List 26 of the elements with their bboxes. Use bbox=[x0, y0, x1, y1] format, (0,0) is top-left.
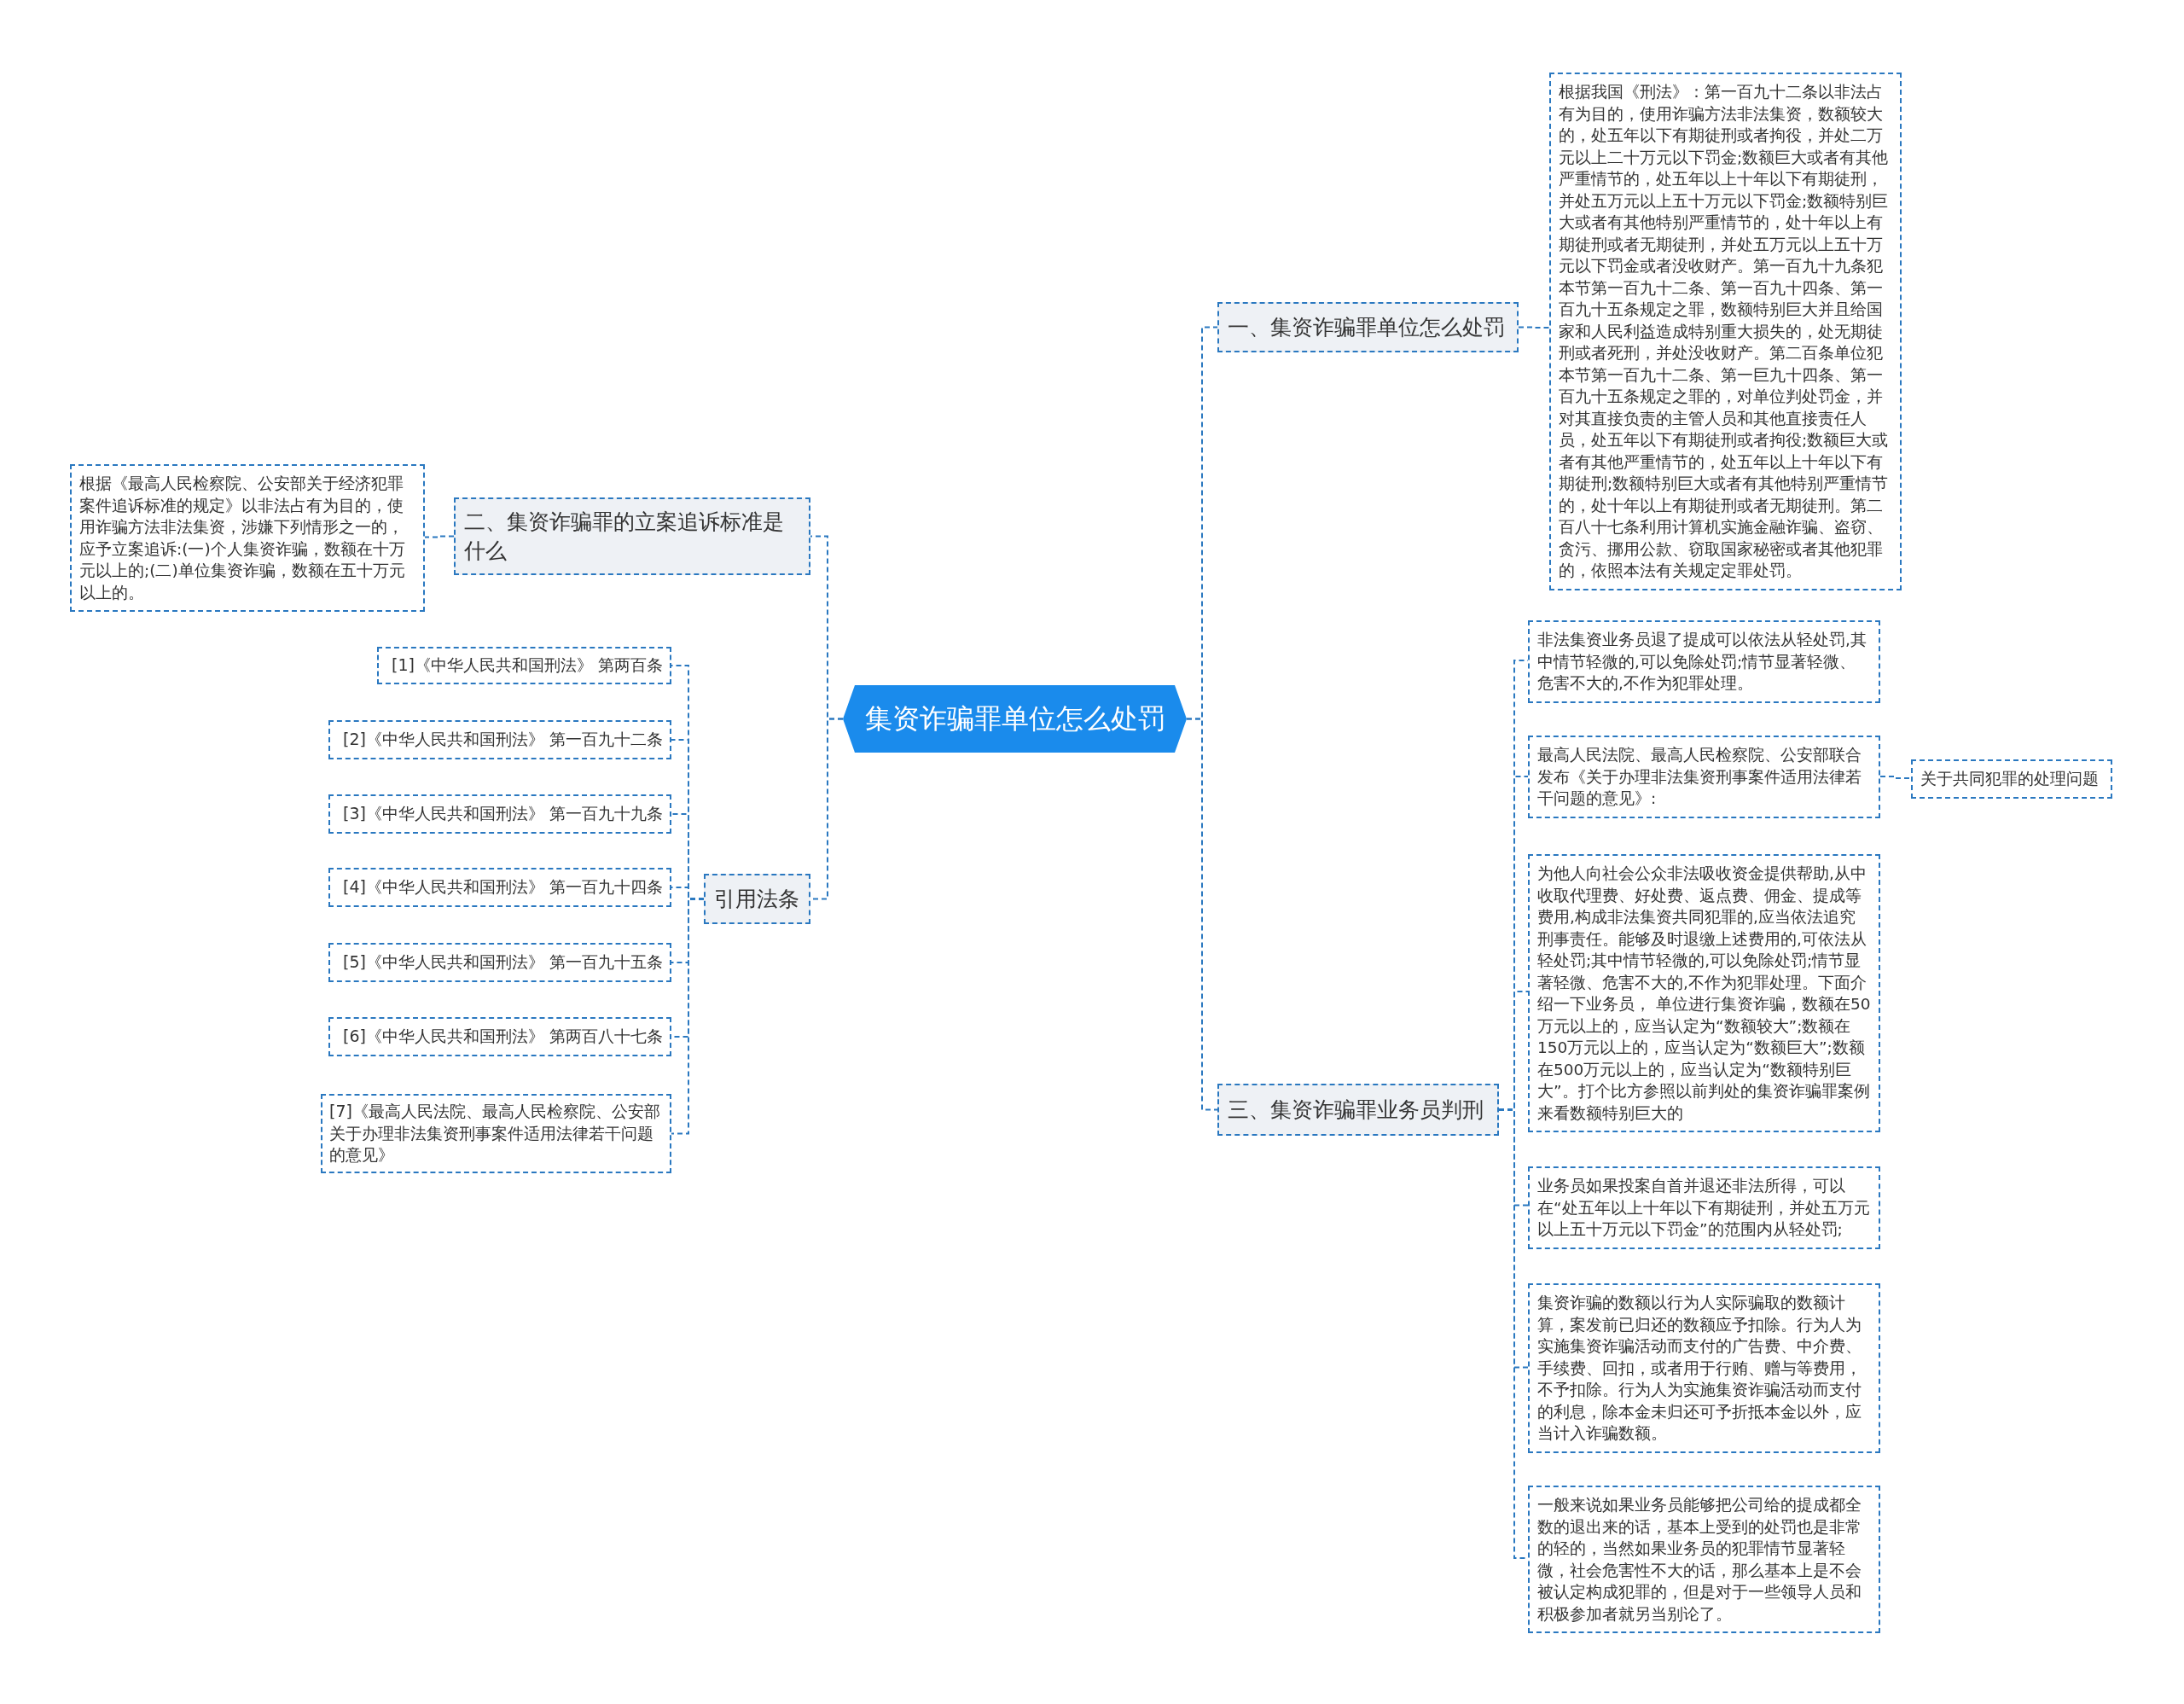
topic-box: 三、集资诈骗罪业务员判刑 bbox=[1217, 1084, 1499, 1136]
reference-box: [3]《中华人民共和国刑法》 第一百九十九条 bbox=[328, 794, 671, 834]
reference-box: [6]《中华人民共和国刑法》 第两百八十七条 bbox=[328, 1017, 671, 1056]
text-box: 根据《最高人民检察院、公安部关于经济犯罪案件追诉标准的规定》以非法占有为目的，使用诈骗方法非法集资，涉嫌下列情形之一的，应予立案追诉:(一)个人集资诈骗，数额在十万元以上的;(二)单位集资诈骗，数额在五十万元以上的。 bbox=[70, 464, 425, 613]
text-box: 业务员如果投案自首并退还非法所得，可以在“处五年以上十年以下有期徒刑，并处五万元以上五十万元以下罚金”的范围内从轻处罚; bbox=[1528, 1166, 1880, 1249]
topic-box: 一、集资诈骗罪单位怎么处罚 bbox=[1217, 302, 1519, 352]
reference-box: [2]《中华人民共和国刑法》 第一百九十二条 bbox=[328, 720, 671, 759]
connector-line bbox=[424, 535, 455, 538]
text-box: 关于共同犯罪的处理问题 bbox=[1911, 759, 2112, 799]
text-box: 集资诈骗的数额以行为人实际骗取的数额计算，案发前已归还的数额应予扣除。行为人为实施集资诈骗活动而支付的广告费、中介费、手续费、回扣，或者用于行贿、赠与等费用，不予扣除。行为人为实施集资诈骗活动而支付的利息，除本金未归还可予折抵本金以外，应当计入诈骗数额。 bbox=[1528, 1283, 1880, 1453]
connector-line bbox=[671, 898, 705, 1135]
text-box: 最高人民法院、最高人民检察院、公安部联合发布《关于办理非法集资刑事案件适用法律若干问题的意见》: bbox=[1528, 736, 1880, 818]
connector-line bbox=[1879, 776, 1912, 779]
text-box: 为他人向社会公众非法吸收资金提供帮助,从中收取代理费、好处费、返点费、佣金、提成等费用,构成非法集资共同犯罪的,应当依法追究刑事责任。能够及时退缴上述费用的,可依法从轻处罚;其中情节轻微的,可以免除处罚;情节显著轻微、危害不大的,不作为犯罪处理。下面介绍一下业务员， 单位进行集资诈骗，数额在50万元以上的，应当认定为“数额较大”;数额在150万元以上的，应当认定为“数额巨大”;数额在500万元以上的，应当认定为“数额特别巨大”。打个比方参照以前判处的集资诈骗罪案例来看数额特别巨大的 bbox=[1528, 854, 1880, 1133]
text-box: 非法集资业务员退了提成可以依法从轻处罚,其中情节轻微的,可以免除处罚;情节显著轻微、危害不大的,不作为犯罪处理。 bbox=[1528, 620, 1880, 703]
connector-line bbox=[1186, 718, 1218, 1111]
topic-box: 引用法条 bbox=[704, 874, 810, 924]
central-topic-hexagon: 集资诈骗罪单位怎么处罚 bbox=[843, 685, 1187, 753]
reference-box: [1]《中华人民共和国刑法》 第两百条 bbox=[377, 647, 671, 684]
text-box: 一般来说如果业务员能够把公司给的提成都全数的退出来的话，基本上受到的处罚也是非常的轻的，当然如果业务员的犯罪情节显著轻微，社会危害性不大的话，那么基本上是不会被认定构成犯罪的，但是对于一些领导人员和积极参加者就另当别论了。 bbox=[1528, 1486, 1880, 1634]
text-box: 根据我国《刑法》：第一百九十二条以非法占有为目的，使用诈骗方法非法集资，数额较大的，处五年以下有期徒刑或者拘役，并处二万元以上二十万元以下罚金;数额巨大或者有其他严重情节的，处五年以上十年以下有期徒刑，并处五万元以上五十万元以下罚金;数额特别巨大或者有其他特别严重情节的，处十年以上有期徒刑或者无期徒刑，并处五万元以上五十万元以下罚金或者没收财产。第一百九十九条犯本节第一百九十二条、第一百九十四条、第一百九十五条规定之罪，数额特别巨大并且给国家和人民利益造成特别重大损失的，处无期徒刑或者死刑，并处没收财产。第二百条单位犯本节第一百九十二条、第一巨九十四条、第一百九十五条规定之罪的，对单位判处罚金，并对其直接负责的主管人员和其他直接责任人员，处五年以下有期徒刑或者拘役;数额巨大或者有其他严重情节的，处五年以上十年以下有期徒刑;数额特别巨大或者有其他特别严重情节的，处十年以上有期徒刑或者无期徒刑。第二百八十七条利用计算机实施金融诈骗、盗窃、贪污、挪用公款、窃取国家秘密或者其他犯罪的，依照本法有关规定定罪处罚。 bbox=[1549, 73, 1902, 590]
reference-box: [4]《中华人民共和国刑法》 第一百九十四条 bbox=[328, 868, 671, 907]
connector-line bbox=[1518, 326, 1550, 329]
topic-box: 二、集资诈骗罪的立案追诉标准是什么 bbox=[454, 497, 810, 575]
reference-box: [5]《中华人民共和国刑法》 第一百九十五条 bbox=[328, 943, 671, 982]
reference-box: [7]《最高人民法院、最高人民检察院、公安部关于办理非法集资刑事案件适用法律若干问题的意见》 bbox=[321, 1094, 671, 1173]
